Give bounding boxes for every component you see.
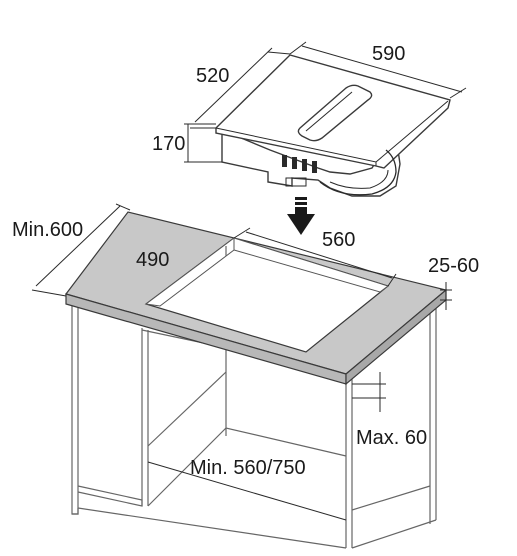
clearance-label: Max. 60 (356, 427, 427, 449)
hob-width-label: 590 (372, 43, 405, 65)
dim-hob-depth: 520 (190, 47, 291, 129)
hob-connector (282, 155, 317, 187)
hob-height-label: 170 (152, 133, 185, 155)
cabinet-width-label: Min. 560/750 (190, 457, 306, 479)
dim-worktop-thickness: 25-60 (428, 255, 479, 310)
worktop-cutout (144, 237, 390, 353)
worktop-depth-label: Min.600 (12, 219, 83, 241)
dim-cutout-depth: 490 (136, 249, 169, 271)
worktop-thickness-label: 25-60 (428, 255, 479, 277)
dim-hob-height: 170 (152, 123, 222, 163)
hob-depth-label: 520 (196, 65, 229, 87)
dim-clearance: Max. 60 (352, 372, 427, 449)
hob-unit (215, 54, 451, 197)
dim-cutout-width: 560 (233, 227, 397, 287)
cutout-width-label: 560 (322, 229, 355, 251)
hob-vent (297, 84, 373, 142)
dim-cabinet-width: Min. 560/750 (147, 457, 347, 521)
hob-body (221, 128, 401, 197)
cabinet (71, 256, 437, 549)
cutout-depth-label: 490 (136, 249, 169, 271)
dim-hob-width: 590 (289, 41, 467, 99)
hob-fan-ring (319, 149, 397, 196)
dim-worktop-depth: Min.600 (12, 203, 131, 297)
down-arrow-icon (287, 197, 315, 235)
